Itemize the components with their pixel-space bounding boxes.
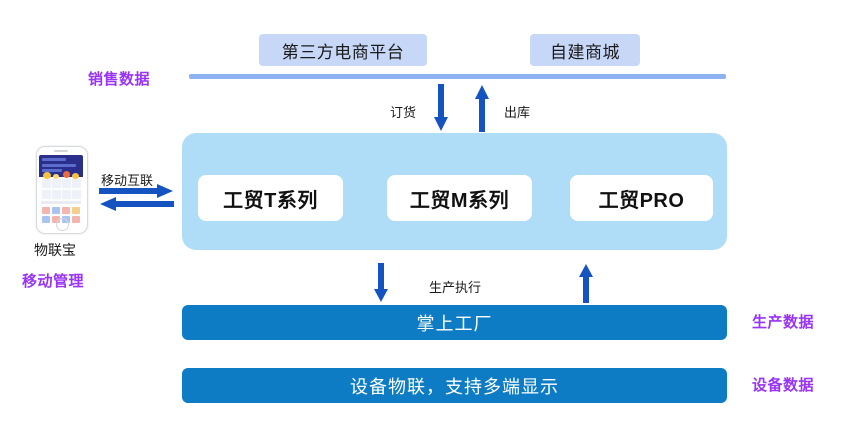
phone-mockup — [36, 146, 88, 234]
arrow-down-execution-icon — [373, 263, 389, 303]
sales-channel-rail — [189, 74, 726, 79]
flow-label-order: 订货 — [390, 105, 417, 120]
phone-screen — [39, 155, 83, 223]
phone-banner-graphic-icon — [39, 171, 83, 181]
phone-card-row — [39, 177, 83, 188]
side-label-mobile-management: 移动管理 — [22, 273, 85, 290]
arrow-up-outbound-icon — [474, 84, 490, 132]
bar-device-iot[interactable]: 设备物联，支持多端显示 — [182, 368, 727, 403]
arrow-up-execution-icon — [578, 263, 594, 303]
phone-section-divider — [41, 201, 81, 204]
bar-palm-factory[interactable]: 掌上工厂 — [182, 305, 727, 340]
flow-label-production-execution: 生产执行 — [429, 280, 482, 295]
phone-home-button-icon — [56, 218, 69, 231]
side-label-production-data: 生产数据 — [752, 314, 815, 331]
channel-badge-third-party[interactable]: 第三方电商平台 — [259, 34, 427, 66]
product-card-m-series[interactable]: 工贸M系列 — [387, 175, 532, 221]
flow-label-outbound: 出库 — [504, 105, 531, 120]
side-label-device-data: 设备数据 — [752, 377, 815, 394]
product-card-pro[interactable]: 工贸PRO — [570, 175, 713, 221]
phone-app-banner — [39, 155, 83, 179]
mobile-link-arrows-icon — [99, 168, 174, 218]
phone-card-row — [39, 188, 83, 199]
product-card-t-series[interactable]: 工贸T系列 — [198, 175, 343, 221]
device-name-label: 物联宝 — [34, 242, 76, 258]
channel-badge-self-built[interactable]: 自建商城 — [530, 34, 640, 66]
arrow-down-order-icon — [433, 84, 449, 132]
side-label-sales-data: 销售数据 — [88, 71, 151, 88]
phone-speaker-icon — [54, 150, 68, 152]
flow-label-mobile-internet: 移动互联 — [101, 173, 154, 188]
